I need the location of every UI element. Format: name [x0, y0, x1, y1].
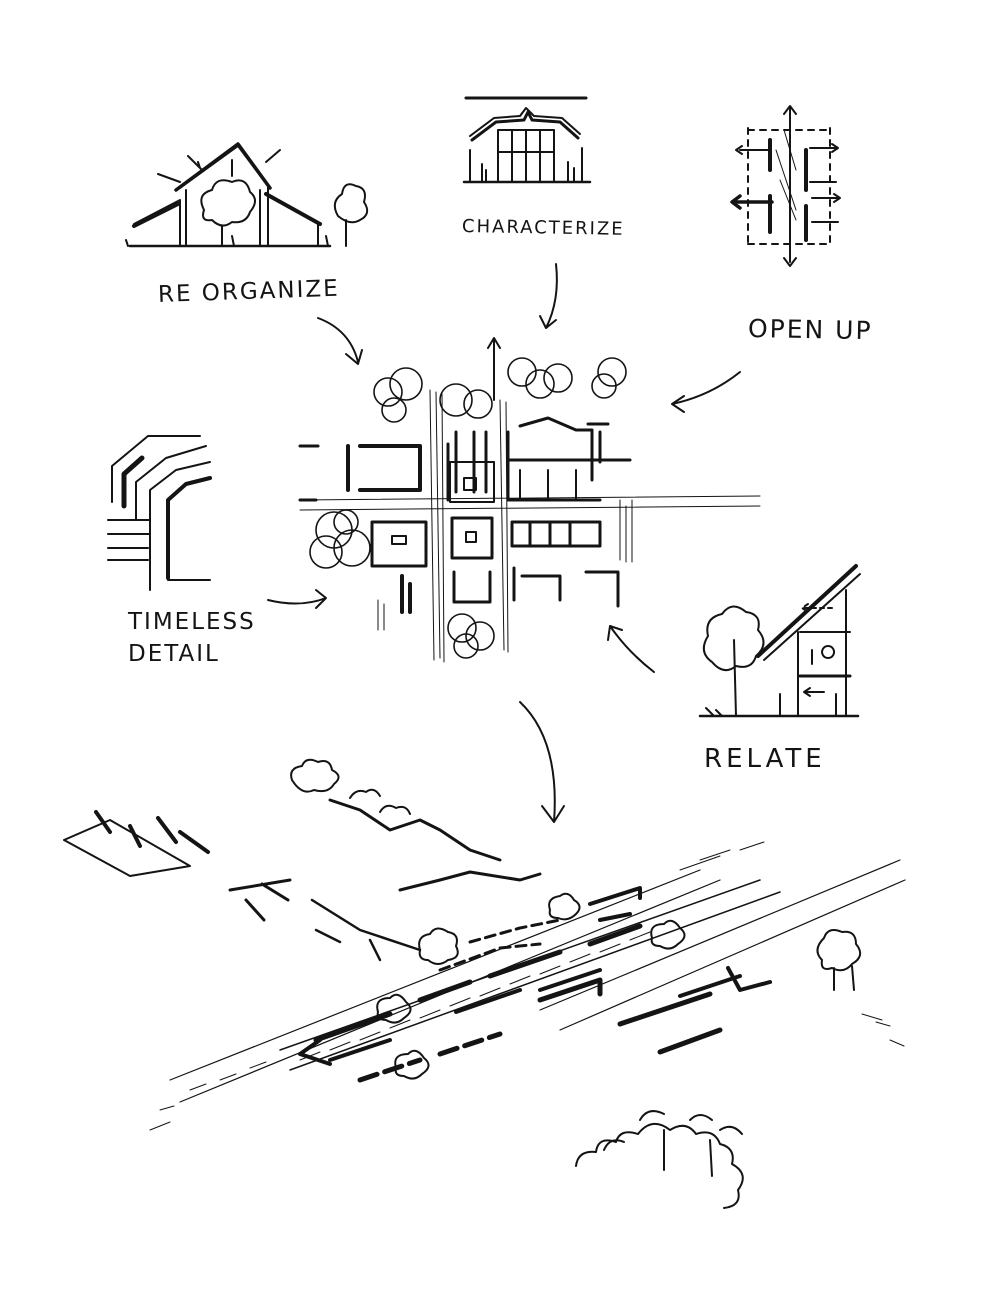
arrow-reorganize: [317, 317, 363, 365]
arrow-open-up: [671, 371, 741, 413]
label-timeless-line2: DETAIL: [128, 641, 220, 667]
label-relate: RELATE: [704, 744, 826, 774]
label-timeless-detail: TIMELESS DETAIL: [128, 606, 256, 670]
open-up-plan-sketch: [730, 105, 841, 267]
connecting-arrows: [267, 263, 741, 823]
arrow-timeless: [267, 589, 327, 609]
reorganize-house-sketch: [125, 142, 369, 248]
aerial-street-hatching: [149, 841, 765, 1131]
label-characterize: CHARACTERIZE: [461, 216, 625, 240]
label-open-up: OPEN UP: [747, 314, 873, 346]
timeless-detail-sketch: [107, 435, 212, 591]
characterize-facade-sketch: [462, 96, 592, 184]
plan-street-hatching: [299, 389, 761, 663]
arrow-relate: [607, 625, 655, 673]
plan-trees: [309, 357, 627, 659]
central-site-plan: [298, 337, 761, 663]
arrow-down: [519, 701, 565, 823]
aerial-perspective-sketch: [63, 758, 906, 1209]
arrow-characterize: [539, 263, 558, 329]
relate-section-sketch: [698, 564, 861, 718]
label-timeless-line1: TIMELESS: [128, 609, 256, 635]
